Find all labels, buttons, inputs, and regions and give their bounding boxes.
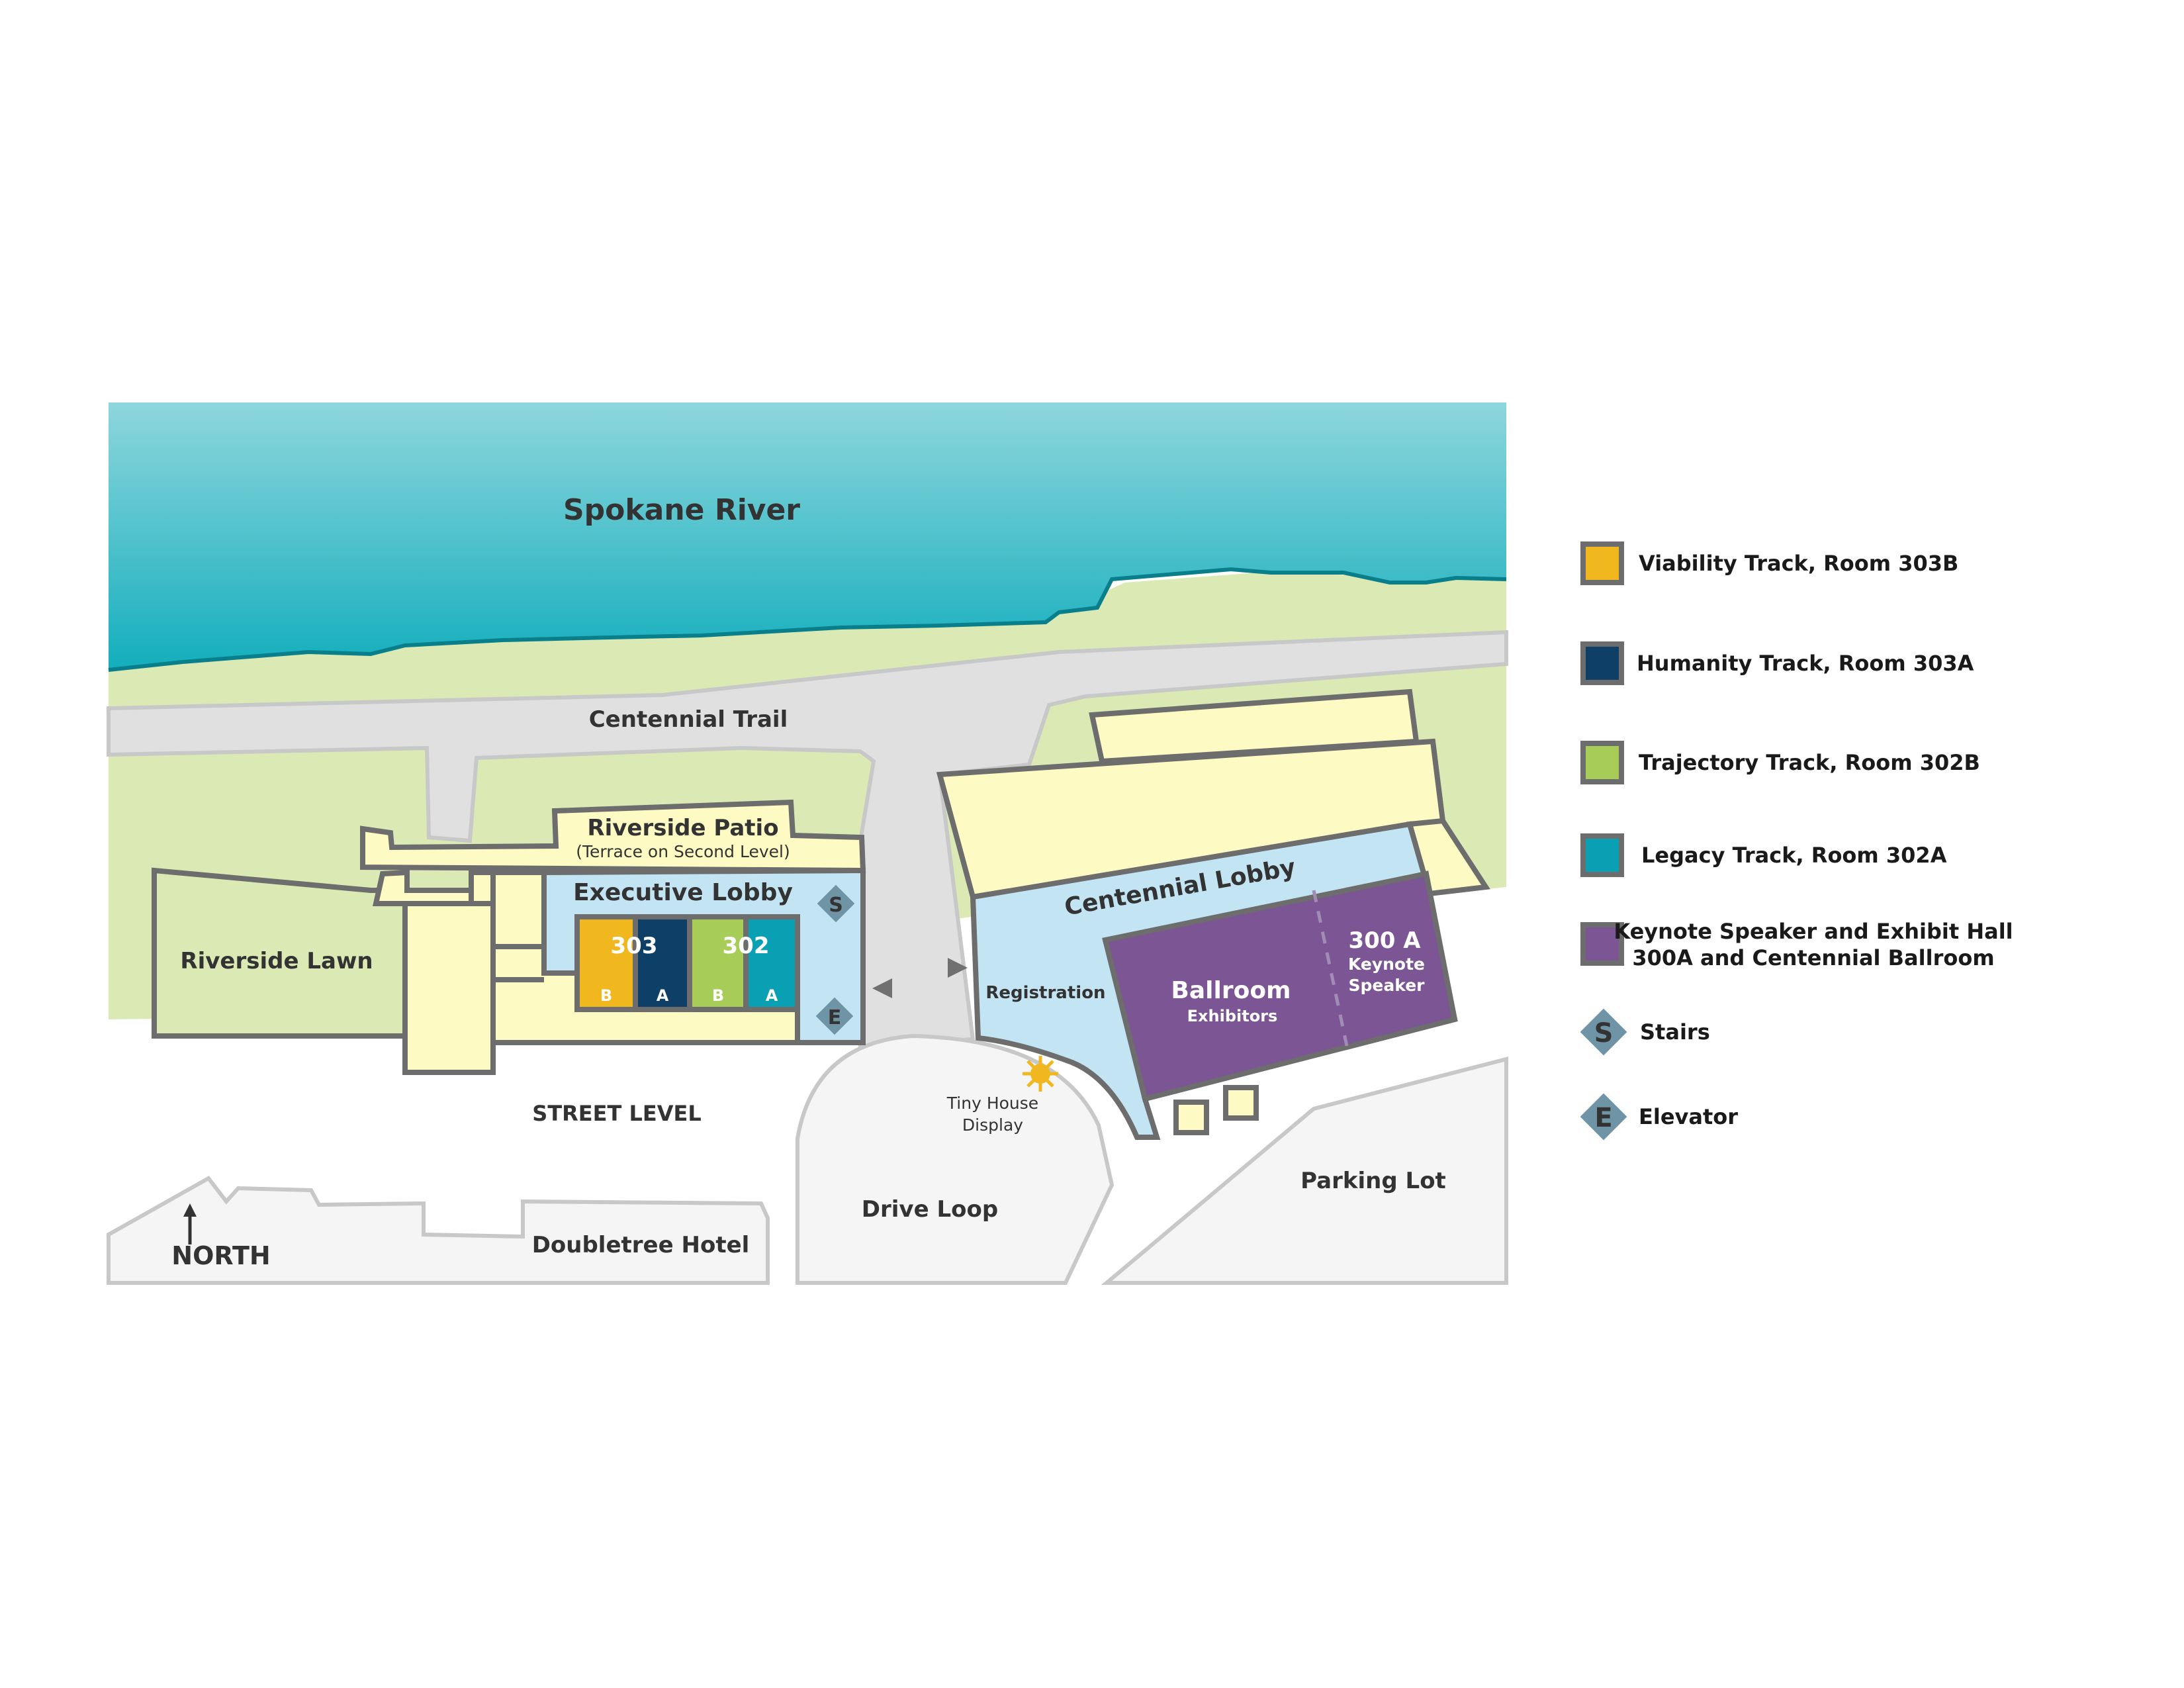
doubletree-hotel-ground (107, 1176, 770, 1285)
ballroom-divider (1312, 890, 1349, 1047)
legend-swatch-viability (1580, 541, 1624, 585)
legend-label-viability: Viability Track, Room 303B (1639, 551, 1958, 576)
room-300a-sublabel-2: Speaker (1349, 976, 1426, 995)
small-kiosk-1 (1173, 1100, 1209, 1135)
stairs-marker-letter: S (829, 894, 843, 917)
legend-label-elevator: Elevator (1639, 1104, 1738, 1129)
west-wing-dividers (407, 874, 544, 1072)
legend-item-trajectory: Trajectory Track, Room 302B (1580, 741, 1980, 784)
legend-item-legacy: Legacy Track, Room 302A (1580, 833, 1947, 877)
spokane-river (109, 402, 1506, 670)
elevator-icon: E (1580, 1093, 1627, 1141)
room-303b-letter: B (600, 986, 612, 1005)
elevator-marker-letter: E (828, 1006, 842, 1029)
stairs-icon-letter: S (1594, 1018, 1614, 1049)
legend-item-stairs: S Stairs (1580, 1008, 1710, 1056)
doubletree-hotel-label: Doubletree Hotel (532, 1232, 750, 1258)
room-302-label: 302 (723, 933, 770, 959)
legend: Viability Track, Room 303B Humanity Trac… (1580, 541, 2013, 1141)
legend-label-legacy: Legacy Track, Room 302A (1641, 843, 1947, 868)
sun-icon (1023, 1056, 1058, 1092)
arrow-right-icon (948, 958, 968, 978)
drive-loop-label: Drive Loop (862, 1196, 998, 1223)
room-303-label: 303 (611, 933, 658, 959)
drive-loop-ground (796, 1033, 1115, 1285)
river-shoreline (108, 567, 1507, 672)
elevator-icon-letter: E (1594, 1103, 1612, 1133)
tiny-house-label-1: Tiny House (946, 1094, 1038, 1113)
executive-lobby-label: Executive Lobby (573, 879, 793, 906)
legend-swatch-legacy (1580, 833, 1624, 877)
stairs-icon: S (1580, 1008, 1627, 1056)
legend-swatch-humanity (1580, 641, 1624, 685)
legend-swatch-keynote (1580, 922, 1624, 966)
ballroom-sublabel: Exhibitors (1187, 1007, 1278, 1025)
legend-label-keynote-1: Keynote Speaker and Exhibit Hall (1614, 919, 2013, 944)
riverside-patio-sublabel: (Terrace on Second Level) (576, 842, 790, 861)
legend-item-viability: Viability Track, Room 303B (1580, 541, 1958, 585)
legend-item-elevator: E Elevator (1580, 1093, 1738, 1141)
arrow-left-icon (872, 978, 892, 998)
registration-label: Registration (985, 983, 1105, 1003)
room-303a[interactable] (633, 914, 692, 1012)
parking-lot-ground (1101, 1056, 1508, 1285)
legend-label-humanity: Humanity Track, Room 303A (1637, 651, 1974, 676)
room-300a-sublabel-1: Keynote (1348, 955, 1425, 974)
room-302a[interactable] (743, 914, 800, 1012)
stairs-marker[interactable]: S (817, 884, 855, 923)
legend-label-keynote-2: 300A and Centennial Ballroom (1632, 945, 1994, 970)
north-label: NORTH (171, 1241, 270, 1270)
elevator-marker[interactable]: E (815, 997, 854, 1035)
small-kiosk-2 (1223, 1085, 1259, 1121)
legend-label-stairs: Stairs (1640, 1019, 1710, 1045)
legend-item-keynote: Keynote Speaker and Exhibit Hall 300A an… (1580, 919, 2013, 970)
tiny-house-label-2: Display (962, 1115, 1023, 1135)
street-level-label: STREET LEVEL (532, 1101, 701, 1126)
riverside-lawn-label: Riverside Lawn (180, 948, 373, 974)
north-arrow-icon (183, 1203, 197, 1244)
map-area: S E (107, 402, 1508, 1285)
spokane-river-label: Spokane River (563, 493, 800, 527)
parking-lot-label: Parking Lot (1300, 1168, 1446, 1194)
ballroom-area[interactable] (1102, 870, 1458, 1102)
legend-label-trajectory: Trajectory Track, Room 302B (1639, 750, 1980, 775)
room-302a-letter: A (766, 986, 778, 1005)
room-303a-letter: A (657, 986, 669, 1005)
centennial-trail (107, 630, 1508, 1049)
legend-swatch-trajectory (1580, 741, 1624, 784)
legend-item-humanity: Humanity Track, Room 303A (1580, 641, 1974, 685)
room-300a-label: 300 A (1348, 927, 1421, 954)
riverside-patio-label: Riverside Patio (587, 815, 778, 841)
room-302b-letter: B (712, 986, 724, 1005)
ballroom-label: Ballroom (1171, 977, 1291, 1004)
centennial-trail-label: Centennial Trail (589, 706, 788, 733)
